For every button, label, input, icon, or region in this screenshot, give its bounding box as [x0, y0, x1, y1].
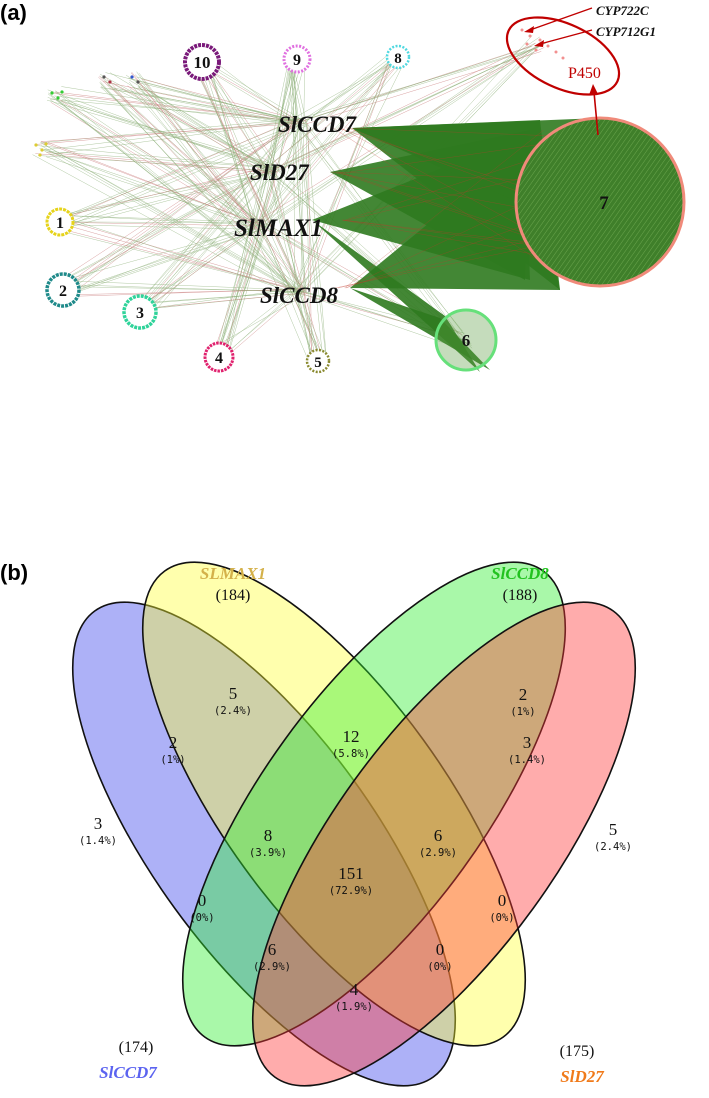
- venn-region-count: 0: [436, 940, 445, 959]
- module-10-node: 10: [183, 43, 221, 81]
- set-name-slccd7: SlCCD7: [99, 1063, 158, 1082]
- venn-region-percent: (1%): [510, 706, 535, 718]
- venn-region-count: 151: [338, 864, 364, 883]
- venn-region-count: 3: [94, 814, 103, 833]
- module-10-label: 10: [194, 53, 211, 72]
- venn-region-count: 2: [519, 685, 528, 704]
- venn-region-percent: (3.9%): [249, 847, 287, 859]
- module-2-label: 2: [59, 283, 67, 300]
- venn-diagram: [71, 561, 637, 1087]
- venn-region-count: 6: [268, 940, 277, 959]
- hub-slccd7-label: SlCCD7: [278, 112, 357, 137]
- module-4-label: 4: [215, 350, 223, 367]
- p450-annotation: CYP722C CYP712G1 P450: [505, 3, 656, 136]
- module-1-label: 1: [56, 215, 64, 232]
- venn-region-count: 6: [434, 826, 443, 845]
- module-5-label: 5: [314, 355, 322, 371]
- small-node-clusters: [34, 28, 565, 157]
- hub-slccd8-label: SlCCD8: [260, 283, 338, 308]
- venn-region-count: 5: [609, 820, 618, 839]
- set-total-slccd7: (174): [119, 1039, 154, 1056]
- module-3-label: 3: [136, 305, 144, 322]
- venn-set-slccd8: [181, 561, 567, 1047]
- module-9-node: 9: [282, 44, 312, 74]
- network-dense-edges: [312, 118, 600, 372]
- panel-a-label: (a): [0, 0, 27, 25]
- venn-region-percent: (1.4%): [79, 835, 117, 847]
- venn-region-percent: (1%): [160, 754, 185, 766]
- venn-region-count: 4: [350, 980, 359, 999]
- venn-region-percent: (2.4%): [214, 705, 252, 717]
- set-total-sld27: (175): [560, 1043, 595, 1060]
- module-3-node: 3: [122, 294, 158, 330]
- p450-label: P450: [568, 65, 601, 82]
- venn-region-percent: (72.9%): [329, 885, 373, 897]
- module-7-node: [514, 116, 686, 288]
- module-5-node: 5: [305, 348, 331, 374]
- module-2-node: 2: [45, 272, 81, 308]
- venn-set-slccd7: [71, 601, 457, 1087]
- venn-region-percent: (0%): [189, 912, 214, 924]
- module-1-node: 1: [45, 207, 75, 237]
- venn-region-percent: (1.4%): [508, 754, 546, 766]
- venn-region-count: 12: [343, 727, 360, 746]
- module-nodes: 10 9 8 1 2 3 4 5: [45, 43, 609, 374]
- venn-region-count: 8: [264, 826, 273, 845]
- module-6-label: 6: [462, 331, 471, 350]
- panel-b-label: (b): [0, 560, 28, 585]
- venn-region-count: 2: [169, 733, 178, 752]
- venn-set-slmax1: [141, 561, 527, 1047]
- venn-region-percent: (5.8%): [332, 748, 370, 760]
- venn-region-count: 0: [498, 891, 507, 910]
- venn-region-count: 0: [198, 891, 207, 910]
- venn-region-percent: (0%): [489, 912, 514, 924]
- set-total-slccd8: (188): [503, 587, 538, 604]
- venn-region-percent: (0%): [427, 961, 452, 973]
- module-7-label: 7: [599, 193, 609, 214]
- venn-region-percent: (2.9%): [253, 961, 291, 973]
- venn-region-percent: (1.9%): [335, 1001, 373, 1013]
- module-6-node: 6: [434, 308, 498, 372]
- module-8-label: 8: [394, 51, 402, 67]
- venn-region-percent: (2.4%): [594, 841, 632, 853]
- module-9-label: 9: [293, 52, 301, 69]
- venn-region-count: 3: [523, 733, 532, 752]
- venn-set-sld27: [251, 601, 637, 1087]
- cyp722c-label: CYP722C: [596, 3, 649, 18]
- module-4-node: 4: [203, 341, 235, 373]
- set-name-sld27: SlD27: [560, 1067, 605, 1086]
- module-8-node: 8: [385, 44, 411, 70]
- venn-region-percent: (2.9%): [419, 847, 457, 859]
- set-name-slmax1: SLMAX1: [200, 564, 266, 583]
- set-total-slmax1: (184): [216, 587, 251, 604]
- cyp712g1-label: CYP712G1: [596, 24, 656, 39]
- set-name-slccd8: SlCCD8: [491, 564, 549, 583]
- venn-region-labels: 5 (2.4%) 2 (1%) 3 (1.4%) 5 (2.4%) 12 (5.8%) 2 (1%) 3…: [79, 684, 632, 1013]
- hub-sld27-label: SlD27: [250, 160, 310, 185]
- hub-slmax1-label: SlMAX1: [234, 215, 323, 242]
- venn-region-count: 5: [229, 684, 238, 703]
